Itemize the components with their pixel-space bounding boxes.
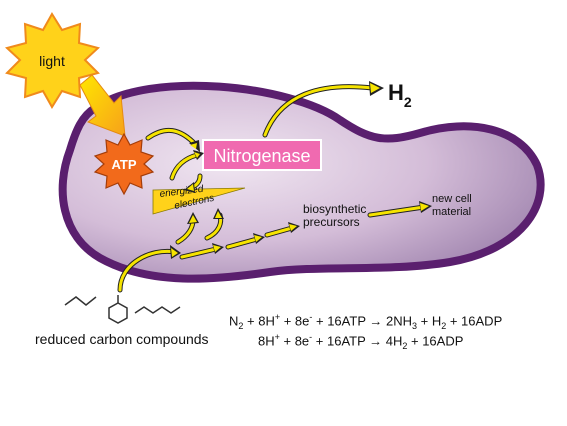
light-label: light bbox=[39, 53, 65, 69]
zigzag-molecule-icon bbox=[134, 306, 181, 314]
h2-product-label: H2 bbox=[388, 80, 412, 110]
chain-molecule-icon bbox=[64, 296, 97, 306]
precursors-label: precursors bbox=[303, 215, 360, 229]
sun-icon bbox=[4, 12, 101, 109]
nitrogenase-label: Nitrogenase bbox=[213, 146, 310, 166]
equation-2: 8H+ + 8e- + 16ATP → 4H2 + 16ADP bbox=[258, 332, 464, 351]
equation-1: N2 + 8H+ + 8e- + 16ATP → 2NH3 + H2 + 16A… bbox=[229, 312, 503, 331]
ring-molecule-icon bbox=[108, 295, 128, 324]
biosynthetic-label: biosynthetic bbox=[303, 202, 366, 216]
material-label: material bbox=[432, 206, 471, 218]
light-beam-arrow bbox=[79, 74, 126, 137]
new-cell-label: new cell bbox=[432, 193, 472, 205]
nitrogenase-box bbox=[202, 139, 322, 171]
atp-icon bbox=[93, 132, 155, 196]
energized-electrons-wedge bbox=[152, 187, 246, 215]
reduced-carbon-compounds-label: reduced carbon compounds bbox=[35, 331, 209, 347]
flow-arrows bbox=[117, 81, 432, 293]
atp-label: ATP bbox=[111, 157, 136, 172]
